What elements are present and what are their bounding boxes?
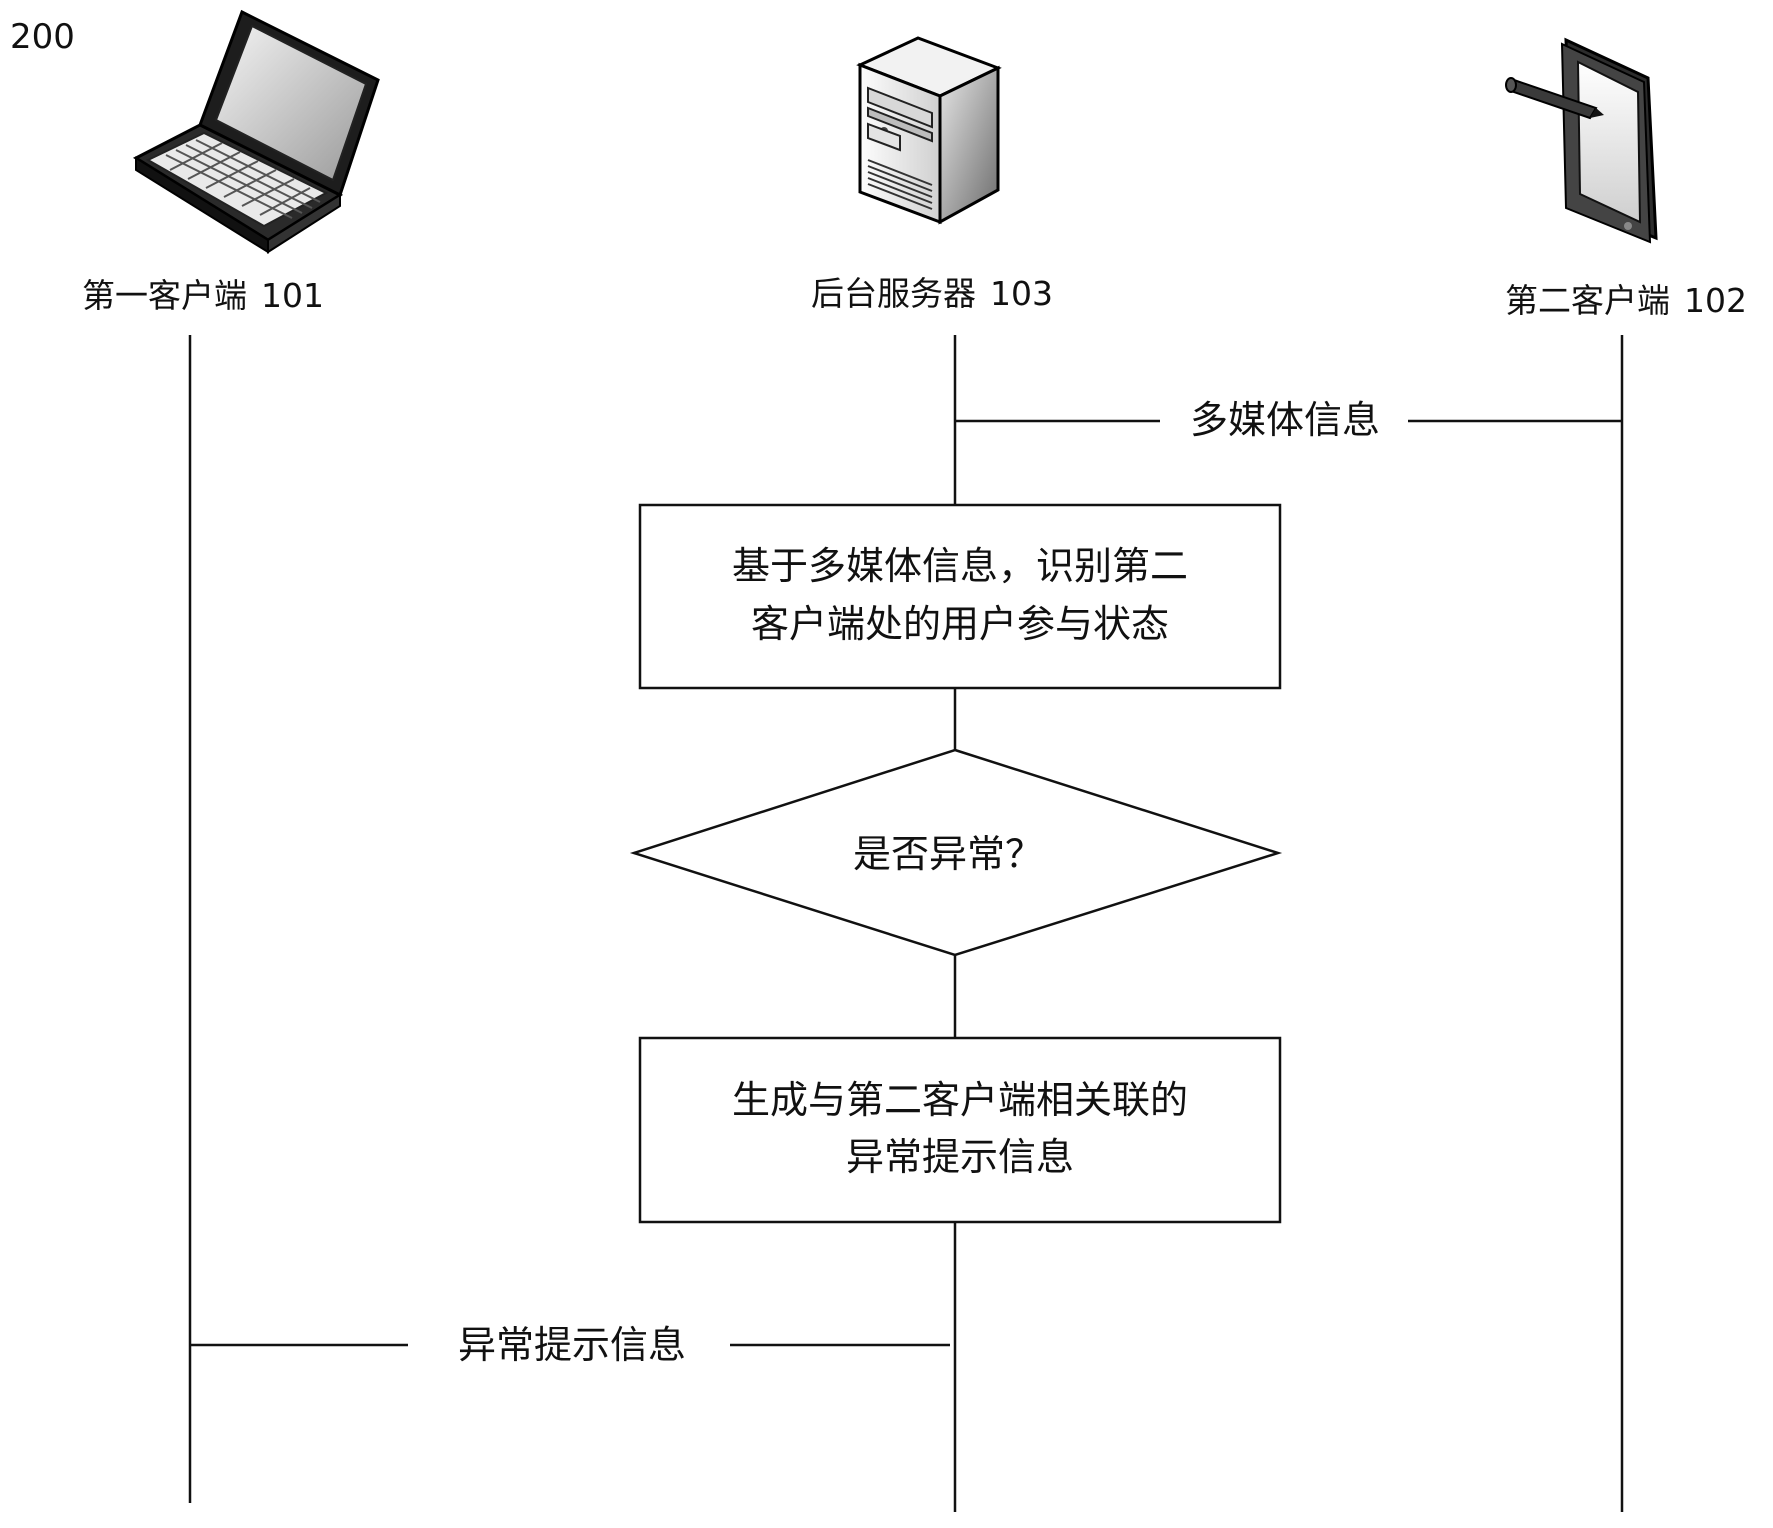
figure-number: 200	[10, 17, 75, 57]
process-generate-line1: 生成与第二客户端相关联的	[732, 1078, 1188, 1122]
decision-label: 是否异常？	[853, 832, 1043, 876]
decision-diamond	[629, 748, 1283, 957]
message-multimedia-label: 多媒体信息	[1190, 398, 1380, 442]
process-identify-line2: 客户端处的用户参与状态	[751, 602, 1169, 646]
server-icon	[856, 36, 1002, 225]
tablet-icon	[1505, 37, 1658, 244]
process-box-generate	[638, 1036, 1282, 1224]
process-generate-line2: 异常提示信息	[846, 1135, 1074, 1179]
process-box-identify	[638, 503, 1282, 690]
message-alert-label: 异常提示信息	[458, 1323, 686, 1367]
process-identify-line1: 基于多媒体信息，识别第二	[732, 544, 1188, 588]
laptop-icon	[132, 9, 380, 254]
